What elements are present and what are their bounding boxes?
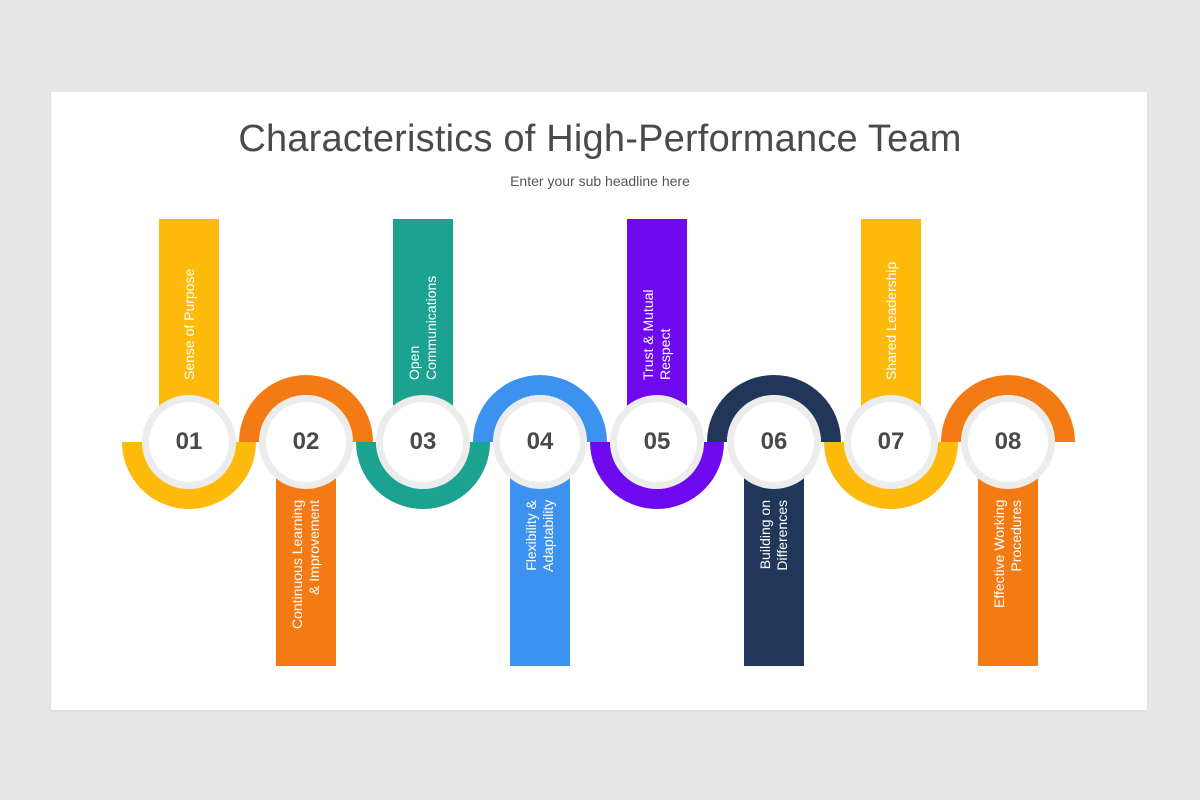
step-04-label-line: Adaptability — [540, 499, 556, 572]
step-03-label-line: Open — [406, 345, 422, 380]
step-08-label-line: Effective Working — [991, 499, 1007, 608]
step-02-label: Continuous Learning& Improvement — [289, 500, 323, 629]
step-08-label-line: Procedures — [1008, 500, 1024, 572]
page-title: Characteristics of High-Performance Team — [238, 118, 962, 160]
step-06-circle — [734, 402, 814, 482]
step-02-label-line: & Improvement — [306, 500, 322, 595]
step-04-label-line: Flexibility & — [523, 500, 539, 571]
step-08-arc — [941, 375, 1075, 442]
step-02-arc — [239, 375, 373, 442]
step-06-number: 06 — [760, 428, 788, 455]
step-04-circle — [500, 402, 580, 482]
step-03-arc — [356, 442, 490, 509]
step-01-label-line: Sense of Purpose — [180, 268, 197, 380]
step-02-number: 02 — [292, 428, 320, 455]
step-06-arc — [707, 375, 841, 442]
step-06-label-line: Building on — [757, 500, 773, 570]
step-03-number: 03 — [409, 428, 437, 455]
step-04-label: Flexibility &Adaptability — [523, 500, 557, 572]
step-01-number: 01 — [175, 428, 203, 455]
step-01-circle — [149, 402, 229, 482]
step-07-label-line: Shared Leadership — [882, 261, 899, 380]
step-02-label-line: Continuous Learning — [289, 499, 305, 629]
step-05-number: 05 — [643, 428, 671, 455]
step-01-label: Sense of Purpose — [181, 269, 198, 380]
step-01-arc — [122, 442, 256, 509]
step-02-circle — [266, 402, 346, 482]
step-03-circle — [383, 402, 463, 482]
step-07-arc — [824, 442, 958, 509]
step-06-label-line: Differences — [774, 500, 790, 571]
step-08-number: 08 — [994, 428, 1022, 455]
step-08-circle — [968, 402, 1048, 482]
step-07-label: Shared Leadership — [883, 262, 900, 380]
step-03-label-line: Communications — [423, 275, 439, 380]
step-04-arc — [473, 375, 607, 442]
step-05-label-line: Trust & Mutual — [640, 289, 656, 380]
step-07-number: 07 — [877, 428, 905, 455]
step-04-number: 04 — [526, 428, 554, 455]
page-subtitle: Enter your sub headline here — [510, 173, 690, 189]
step-05-arc — [590, 442, 724, 509]
step-07-circle — [851, 402, 931, 482]
step-05-circle — [617, 402, 697, 482]
step-05-label-line: Respect — [657, 328, 673, 380]
